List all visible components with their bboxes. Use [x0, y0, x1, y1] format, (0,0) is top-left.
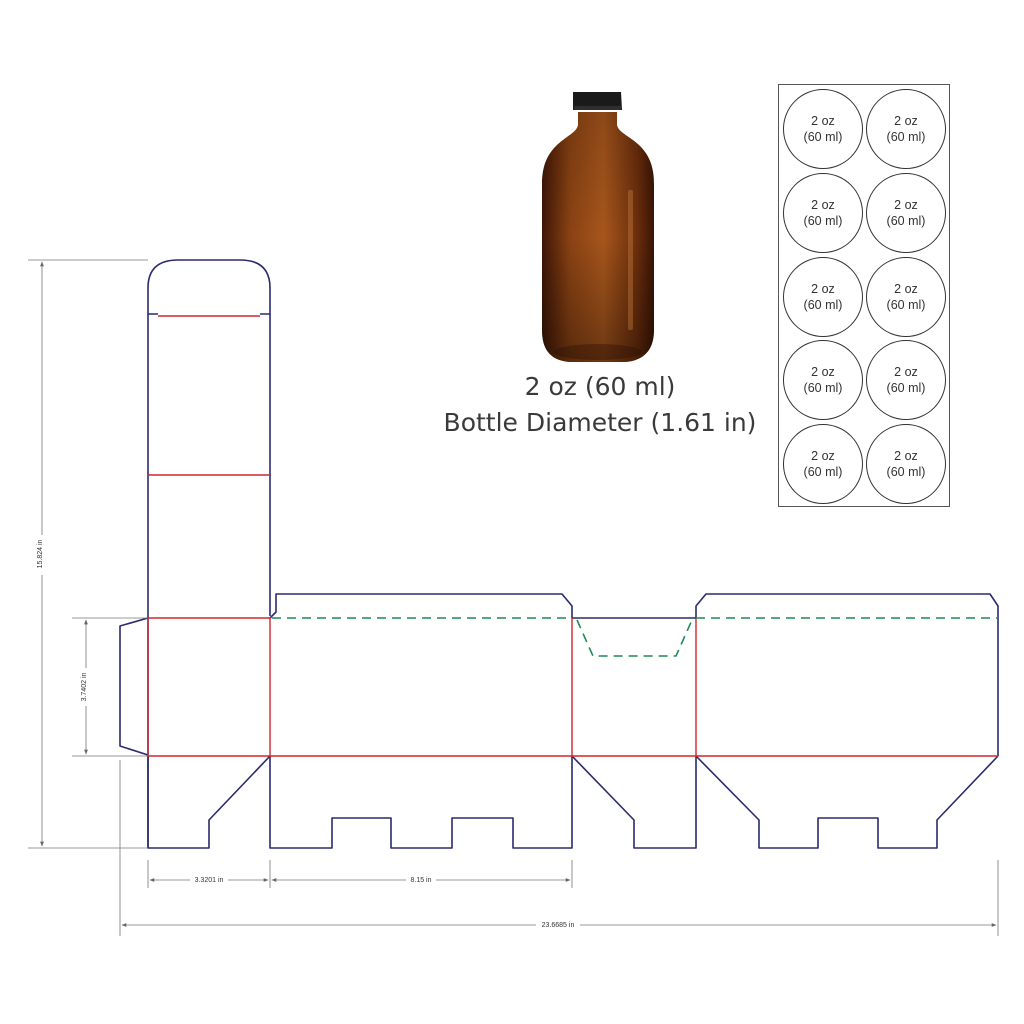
bottle-diameter-label: Bottle Diameter (1.61 in) — [443, 408, 757, 437]
round-label-volume: (60 ml) — [886, 381, 926, 395]
panel-height-label: 3.7402 in — [81, 672, 88, 701]
round-label-volume: (60 ml) — [886, 214, 926, 228]
round-label-volume: (60 ml) — [886, 298, 926, 312]
round-label-size: 2 oz — [894, 449, 918, 463]
top-tuck-flap — [147, 259, 271, 314]
round-label: 2 oz (60 ml) — [783, 173, 863, 253]
round-label: 2 oz (60 ml) — [866, 424, 946, 504]
round-label: 2 oz (60 ml) — [866, 340, 946, 420]
round-label: 2 oz (60 ml) — [783, 340, 863, 420]
round-label-size: 2 oz — [811, 198, 835, 212]
back-top-flap — [695, 593, 999, 618]
round-label-size: 2 oz — [811, 282, 835, 296]
front-top-flap — [269, 593, 573, 619]
total-height-label: 15.824 in — [37, 539, 44, 568]
round-label-volume: (60 ml) — [803, 130, 843, 144]
round-label-size: 2 oz — [894, 114, 918, 128]
bottom-flap-3 — [571, 755, 697, 849]
round-label-volume: (60 ml) — [803, 298, 843, 312]
cut-lines — [119, 259, 999, 849]
total-width-label: 23.6685 in — [542, 922, 575, 929]
bottle-image — [542, 92, 654, 362]
round-label-size: 2 oz — [811, 114, 835, 128]
round-label: 2 oz (60 ml) — [783, 424, 863, 504]
round-label: 2 oz (60 ml) — [866, 89, 946, 169]
glue-flap — [119, 617, 149, 756]
round-label: 2 oz (60 ml) — [866, 173, 946, 253]
bottle-size-label: 2 oz (60 ml) — [524, 372, 676, 401]
fold-lines — [147, 315, 998, 757]
label-sheet: 2 oz (60 ml) 2 oz (60 ml) 2 oz (60 ml) 2 oz… — [778, 84, 950, 507]
round-label-size: 2 oz — [811, 365, 835, 379]
bottom-flap-2 — [269, 756, 573, 849]
round-label-size: 2 oz — [894, 365, 918, 379]
front-width-label: 8.15 in — [410, 877, 431, 884]
round-label-volume: (60 ml) — [886, 130, 926, 144]
round-label: 2 oz (60 ml) — [783, 257, 863, 337]
round-label-size: 2 oz — [894, 198, 918, 212]
side-width-label: 3.3201 in — [195, 877, 224, 884]
round-label-volume: (60 ml) — [803, 381, 843, 395]
perforation-lines — [272, 617, 998, 657]
bottle-cap — [573, 92, 622, 110]
round-label-size: 2 oz — [894, 282, 918, 296]
round-label: 2 oz (60 ml) — [783, 89, 863, 169]
round-label-volume: (60 ml) — [803, 214, 843, 228]
round-label-volume: (60 ml) — [803, 465, 843, 479]
bottom-flap-4 — [695, 755, 999, 849]
round-label-volume: (60 ml) — [886, 465, 926, 479]
round-label: 2 oz (60 ml) — [866, 257, 946, 337]
bottom-flap-1 — [147, 755, 271, 849]
round-label-size: 2 oz — [811, 449, 835, 463]
